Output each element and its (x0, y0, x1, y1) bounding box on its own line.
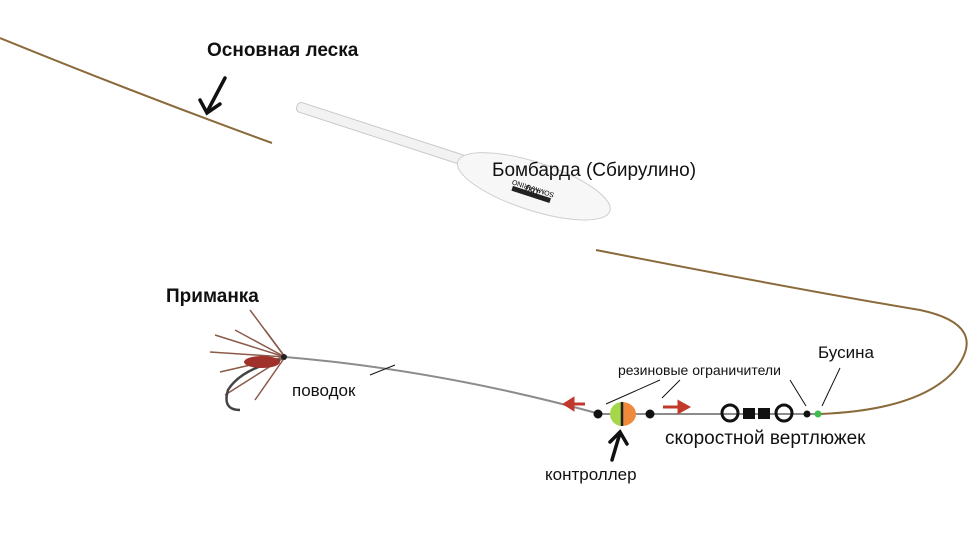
label-leader: поводок (292, 381, 356, 400)
rubber-stopper-left (593, 409, 603, 419)
main-line-pointer-arrow (198, 76, 227, 116)
label-swivel: скоростной вертлюжек (665, 428, 866, 449)
pointer-arrows (369, 364, 841, 407)
controller-pointer-arrow (608, 429, 629, 462)
label-lure: Приманка (166, 286, 259, 307)
swivel-icon (720, 403, 794, 423)
motion-arrows (562, 396, 692, 415)
label-controller: контроллер (545, 465, 637, 484)
bombarda-logo (511, 185, 551, 203)
main-line-lower (595, 249, 968, 415)
label-bombarda: Бомбарда (Сбирулино) (492, 160, 697, 181)
label-stoppers: резиновые ограничители (618, 362, 781, 378)
controller-float (610, 402, 636, 426)
main-line (0, 37, 273, 144)
bombarda: 15g SOMMARINO (295, 101, 611, 221)
fly-lure-icon (209, 309, 287, 412)
bead (814, 410, 822, 418)
rubber-stopper-right (645, 409, 655, 419)
label-bead: Бусина (818, 343, 874, 362)
rubber-stopper-swivel (803, 410, 811, 418)
label-main-line: Основная леска (207, 40, 359, 61)
